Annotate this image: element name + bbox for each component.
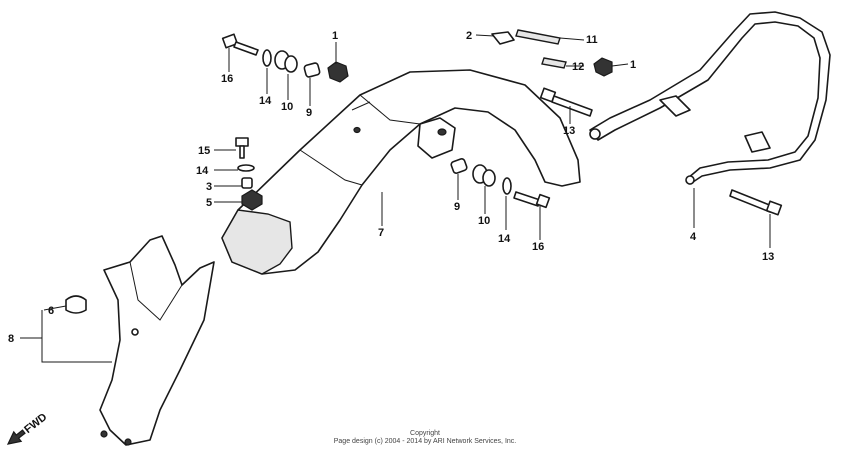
clip-2[interactable] bbox=[491, 31, 515, 45]
callout-14c: 14 bbox=[498, 233, 511, 245]
callout-16a: 16 bbox=[221, 73, 233, 85]
callout-11: 11 bbox=[586, 34, 598, 46]
washer-14-lower[interactable] bbox=[502, 177, 512, 195]
callout-13a: 13 bbox=[563, 125, 575, 137]
callout-1a: 1 bbox=[332, 30, 338, 42]
copyright-line-2: Page design (c) 2004 - 2014 by ARI Netwo… bbox=[333, 438, 517, 445]
rear-fender[interactable] bbox=[221, 69, 581, 275]
callout-15: 15 bbox=[198, 145, 210, 157]
callout-8: 8 bbox=[8, 333, 14, 345]
callout-9b: 9 bbox=[454, 201, 460, 213]
callout-9a: 9 bbox=[306, 107, 312, 119]
bolt-13-upper[interactable] bbox=[539, 87, 593, 117]
nut-1-upper[interactable] bbox=[327, 61, 349, 83]
callout-13b: 13 bbox=[762, 251, 774, 263]
label-12[interactable] bbox=[541, 57, 567, 69]
callout-6: 6 bbox=[48, 305, 54, 317]
bolt-13-lower[interactable] bbox=[729, 189, 783, 216]
fwd-arrow-icon bbox=[6, 429, 26, 445]
collar-3[interactable] bbox=[241, 177, 253, 189]
callout-14a: 14 bbox=[259, 95, 272, 107]
cushion-10-lower[interactable] bbox=[472, 164, 496, 187]
washer-14-upper[interactable] bbox=[262, 49, 272, 67]
nut-5[interactable] bbox=[241, 189, 263, 211]
collar-9-lower[interactable] bbox=[450, 158, 468, 174]
mud-guard[interactable] bbox=[99, 235, 215, 446]
label-11[interactable] bbox=[515, 29, 561, 45]
callout-5: 5 bbox=[206, 197, 212, 209]
copyright-line-1: Copyright bbox=[410, 430, 440, 437]
callout-16b: 16 bbox=[532, 241, 544, 253]
nut-1-right[interactable] bbox=[593, 57, 613, 77]
cushion-10-upper[interactable] bbox=[274, 50, 298, 73]
callout-4: 4 bbox=[690, 231, 697, 243]
callout-labels: 1 2 11 12 1 16 14 10 9 13 15 14 3 5 7 9 … bbox=[8, 30, 774, 345]
callout-10a: 10 bbox=[281, 101, 293, 113]
callout-12: 12 bbox=[572, 61, 584, 73]
collar-9-upper[interactable] bbox=[303, 62, 321, 78]
grommet[interactable] bbox=[65, 295, 87, 314]
grab-rail[interactable] bbox=[589, 11, 831, 185]
leader-lines bbox=[20, 34, 771, 363]
bolt-16-upper[interactable] bbox=[221, 33, 259, 56]
bolt-15[interactable] bbox=[235, 137, 249, 159]
washer-14-mid[interactable] bbox=[237, 164, 255, 172]
callout-2: 2 bbox=[466, 30, 472, 42]
callout-3: 3 bbox=[206, 181, 212, 193]
bolt-16-lower[interactable] bbox=[513, 191, 551, 209]
callout-7: 7 bbox=[378, 227, 384, 239]
callout-14b: 14 bbox=[196, 165, 209, 177]
callout-10b: 10 bbox=[478, 215, 490, 227]
callout-1b: 1 bbox=[630, 59, 636, 71]
